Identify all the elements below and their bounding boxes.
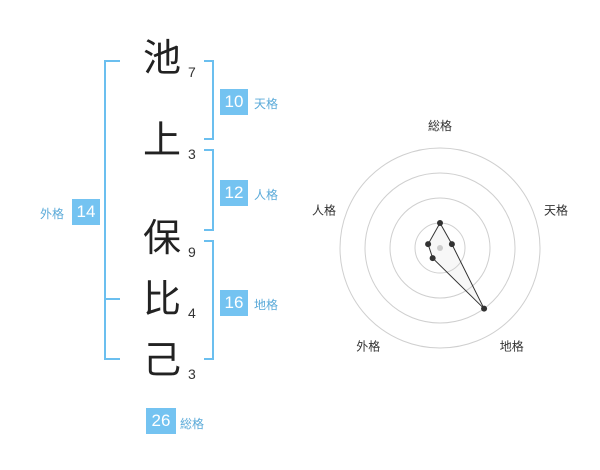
stroke-count-5: 3 xyxy=(188,366,196,382)
stroke-count-2: 3 xyxy=(188,146,196,162)
radar-series-line xyxy=(427,221,485,310)
radar-ring xyxy=(364,172,516,324)
name-char-4: 比 xyxy=(142,277,181,321)
chikaku-value: 16 xyxy=(220,290,248,316)
radar-center xyxy=(437,245,443,251)
stroke-count-1: 7 xyxy=(188,64,196,80)
radar-axis-label-1: 総格 xyxy=(428,118,452,133)
soukaku-value: 26 xyxy=(146,408,176,434)
stroke-count-4: 4 xyxy=(188,305,196,321)
tenkaku-label: 天格 xyxy=(254,97,279,111)
soukaku-label: 総格 xyxy=(180,417,205,431)
radar-axis-label-5: 人格 xyxy=(312,202,336,217)
name-char-5: 己 xyxy=(142,338,181,382)
radar-axis-label-2: 天格 xyxy=(544,202,568,217)
radar-ring xyxy=(389,197,491,299)
jinkaku-label: 人格 xyxy=(254,188,279,202)
jinkaku-value: 12 xyxy=(220,180,248,206)
gaikaku-label: 外格 xyxy=(40,207,65,221)
radar-axis-label-4: 外格 xyxy=(356,339,380,354)
tenkaku-value: 10 xyxy=(220,89,248,115)
radar-point-1 xyxy=(437,220,443,226)
name-char-2: 上 xyxy=(142,118,181,162)
gaikaku-value: 14 xyxy=(72,199,100,225)
name-char-1: 池 xyxy=(142,36,181,80)
radar-point-4 xyxy=(429,255,436,262)
radar-point-3 xyxy=(481,305,488,312)
radar-point-5 xyxy=(425,241,432,248)
chikaku-label: 地格 xyxy=(254,298,279,312)
radar-point-2 xyxy=(448,241,455,248)
radar-ring xyxy=(339,147,541,349)
radar-axis-label-3: 地格 xyxy=(500,339,524,354)
name-char-3: 保 xyxy=(142,216,181,260)
stroke-count-3: 9 xyxy=(188,244,196,260)
